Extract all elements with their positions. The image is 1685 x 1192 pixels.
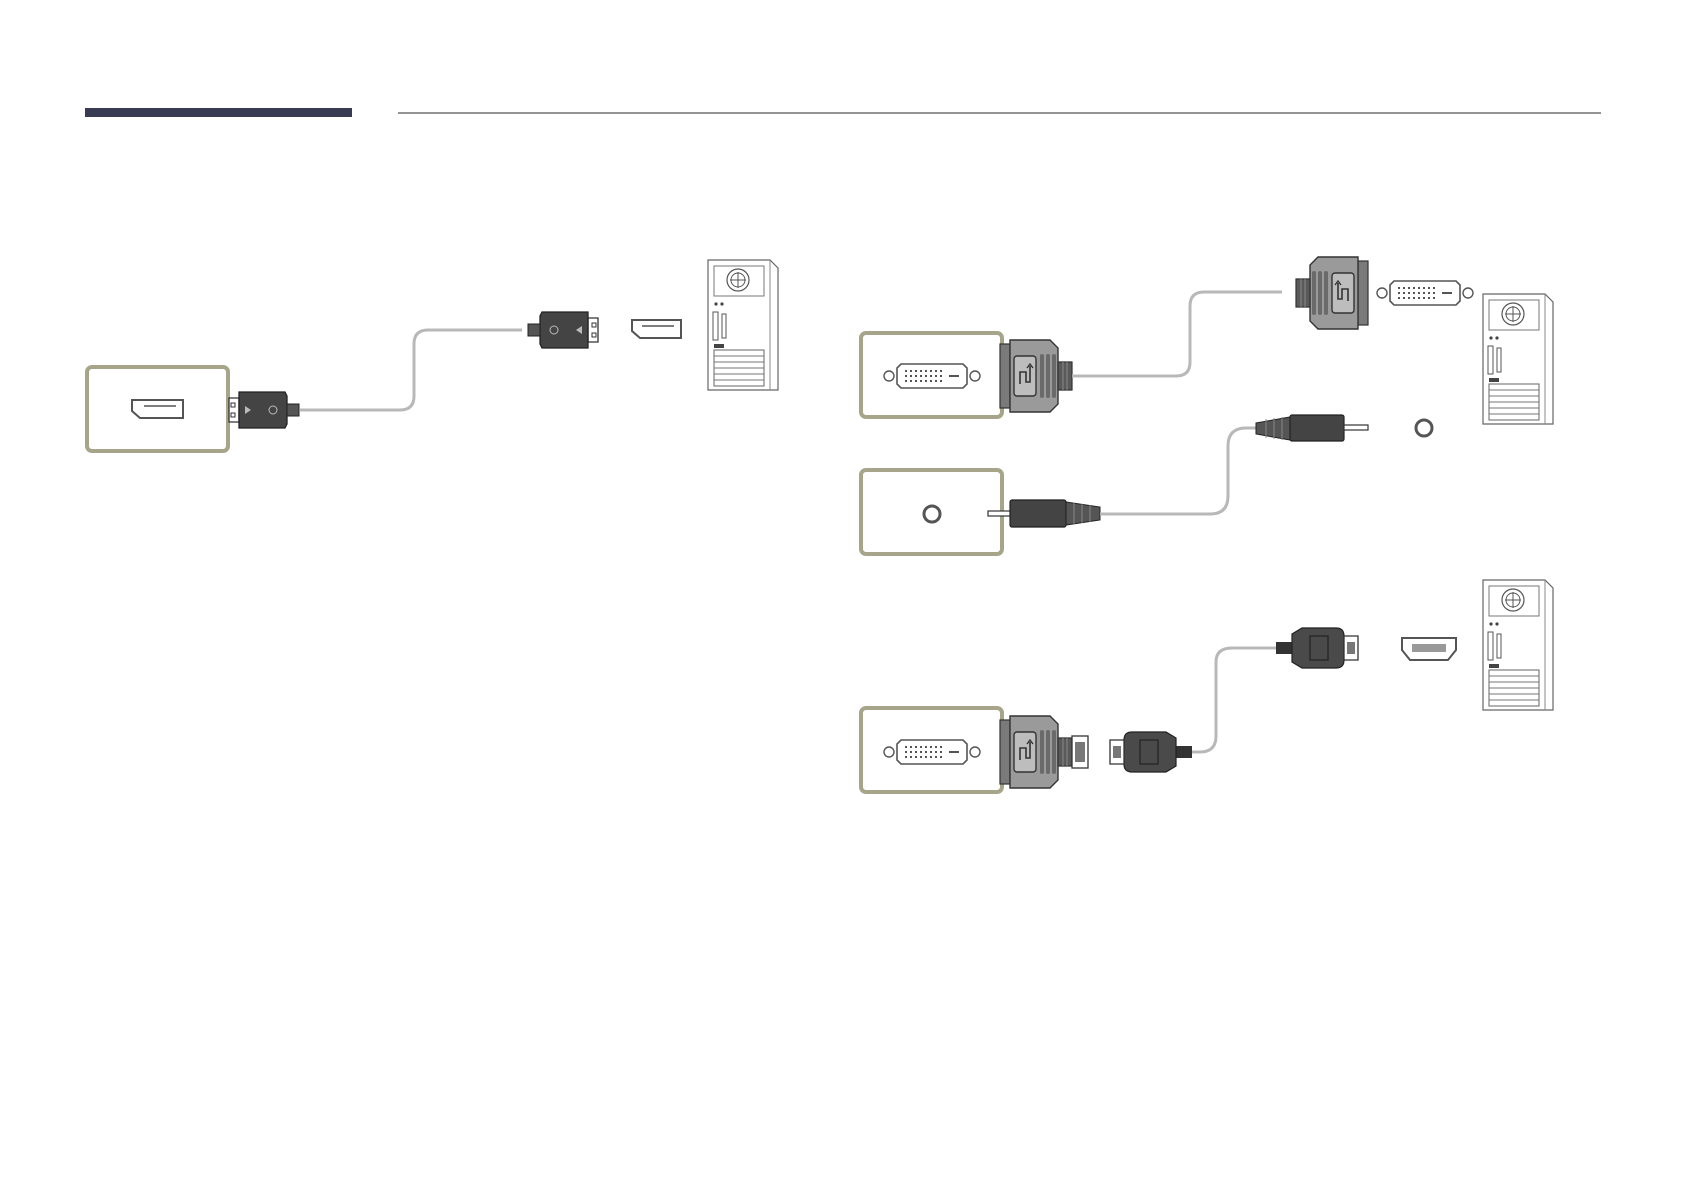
dvi-port-icon bbox=[1377, 281, 1473, 305]
displayport-port-icon bbox=[632, 320, 681, 338]
audio-jack-icon bbox=[924, 506, 940, 522]
displayport-connection bbox=[87, 260, 778, 451]
audio-jack-icon bbox=[1416, 420, 1432, 436]
hdmi-plug-icon bbox=[1110, 732, 1192, 772]
displayport-plug-icon bbox=[528, 312, 598, 348]
pc-tower-icon bbox=[1483, 580, 1553, 710]
hdmi-cable bbox=[1192, 648, 1276, 752]
audio-plug-icon bbox=[1256, 415, 1368, 441]
dvi-plug-icon bbox=[1296, 257, 1368, 329]
header-accent-bar bbox=[85, 108, 352, 117]
dvi-connection bbox=[861, 257, 1553, 424]
displayport-port-icon bbox=[132, 400, 183, 418]
audio-cable bbox=[1100, 428, 1256, 514]
dvi-plug-icon bbox=[1000, 340, 1072, 412]
dvi-port-icon bbox=[884, 740, 980, 764]
pc-tower-icon bbox=[1483, 294, 1553, 424]
hdmi-plug-icon bbox=[1276, 628, 1358, 668]
displayport-plug-icon bbox=[229, 392, 299, 428]
dvi-cable bbox=[1072, 292, 1282, 376]
dvi-port-icon bbox=[884, 364, 980, 388]
displayport-cable bbox=[300, 330, 522, 410]
pc-tower-icon bbox=[708, 260, 778, 390]
audio-plug-icon bbox=[988, 500, 1100, 527]
audio-connection bbox=[861, 415, 1432, 554]
